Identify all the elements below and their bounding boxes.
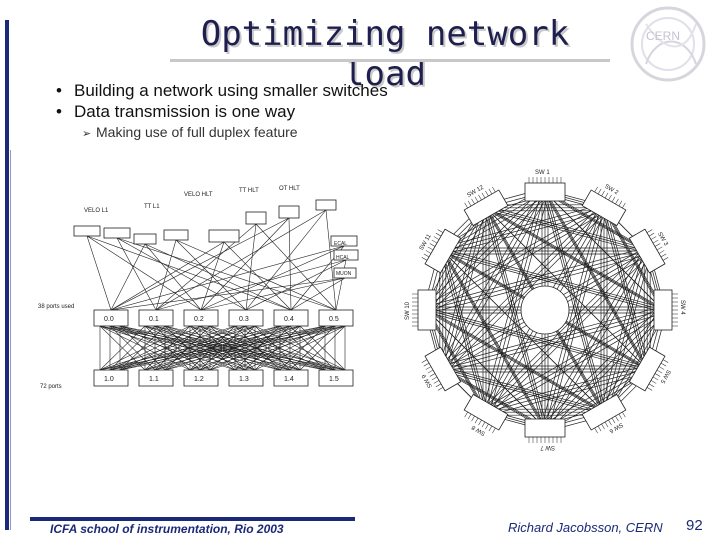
label-velo-hlt: VELO HLT (184, 192, 213, 198)
ring-switch-label: SW 5 (658, 368, 671, 384)
label-tt-l1: TT L1 (144, 204, 160, 210)
bullet-text: Data transmission is one way (74, 102, 296, 121)
label-hcal: HCAL (336, 255, 350, 261)
ring-switch-label: SW 2 (603, 184, 619, 197)
switch-top (273, 309, 309, 327)
ring-switch: SW 9 (421, 346, 462, 392)
switch-bottom (138, 369, 174, 387)
cern-logo: CERN (630, 6, 706, 82)
ring-network-diagram: SW 1 SW 2 SW 3 SW 4 SW 5 SW 6 SW 7 SW 8 SW 9 SW 1… (405, 170, 685, 450)
ring-switch: SW 5 (628, 346, 671, 392)
ring-switch-label: SW 12 (466, 184, 485, 199)
ring-switch-label: SW 7 (540, 444, 555, 450)
switch-network-diagram: VELO HLT TT HLT OT HLT VELO L1 TT L1 ECA… (38, 186, 359, 390)
switch-top (183, 309, 219, 327)
bullet-item: •Data transmission is one way (56, 102, 296, 121)
label-velo-l1: VELO L1 (84, 208, 109, 214)
footer-event: ICFA school of instrumentation, Rio 2003 (50, 522, 284, 536)
ring-switch: SW 4 (653, 289, 685, 331)
switch-bottom (93, 369, 129, 387)
sub-bullet: ➢ Making use of full duplex feature (82, 124, 298, 140)
bullet-item: •Building a network using smaller switch… (56, 81, 388, 100)
ring-switch: SW 7 (524, 418, 566, 450)
label-ports-used: 38 ports used (38, 304, 74, 310)
label-ports: 72 ports (40, 384, 62, 390)
ring-switch-label: SW 1 (535, 170, 550, 176)
switch-top-label: 0.1 (149, 316, 159, 323)
label-tt-hlt: TT HLT (239, 188, 259, 194)
ring-switch: SW 12 (463, 184, 509, 227)
ring-switch-label: SW 10 (405, 301, 411, 320)
switch-bottom-label: 1.2 (194, 376, 204, 383)
ring-switch: SW 6 (581, 393, 627, 434)
label-muon: MUON (336, 271, 352, 277)
switch-top (138, 309, 174, 327)
switch-bottom-label: 1.1 (149, 376, 159, 383)
label-ecal: ECAL (334, 241, 347, 247)
switch-top-label: 0.3 (239, 316, 249, 323)
switch-bottom-label: 1.3 (239, 376, 249, 383)
title-underline (170, 59, 610, 62)
page-number: 92 (686, 517, 703, 534)
bullet-list: •Building a network using smaller switch… (56, 80, 388, 122)
ring-switch: SW 10 (405, 289, 437, 331)
switch-top (228, 309, 264, 327)
arrow-bullet-icon: ➢ (82, 128, 92, 140)
switch-top (93, 309, 129, 327)
switch-bottom (318, 369, 354, 387)
switch-top-label: 0.0 (104, 316, 114, 323)
switch-bottom (183, 369, 219, 387)
ring-switch-label: SW 6 (607, 421, 623, 434)
switch-bottom-label: 1.0 (104, 376, 114, 383)
switch-bottom-label: 1.4 (284, 376, 294, 383)
ring-switch: SW 3 (628, 228, 669, 274)
bullet-text: Building a network using smaller switche… (74, 81, 388, 100)
sub-bullet-text: Making use of full duplex feature (96, 124, 298, 140)
ring-switch-label: SW 9 (421, 372, 434, 388)
label-ot-hlt: OT HLT (279, 186, 300, 192)
switch-bottom (228, 369, 264, 387)
switch-top-label: 0.5 (329, 316, 339, 323)
switch-top (318, 309, 354, 327)
switch-top-label: 0.4 (284, 316, 294, 323)
ring-switch: SW 8 (463, 393, 509, 436)
ring-switch: SW 1 (524, 170, 566, 202)
footer-author: Richard Jacobsson, CERN (508, 520, 663, 535)
logo-text: CERN (646, 29, 680, 43)
ring-switch-label: SW 3 (656, 231, 669, 247)
ring-switch-label: SW 8 (470, 423, 486, 436)
ring-switch: SW 11 (419, 228, 462, 274)
switch-bottom (273, 369, 309, 387)
switch-top-label: 0.2 (194, 316, 204, 323)
left-accent-bar (5, 20, 9, 530)
switch-bottom-label: 1.5 (329, 376, 339, 383)
left-accent-line (10, 150, 11, 530)
footer-rule (30, 517, 355, 521)
ring-switch-label: SW 4 (679, 300, 685, 315)
ring-switch: SW 2 (581, 184, 627, 227)
